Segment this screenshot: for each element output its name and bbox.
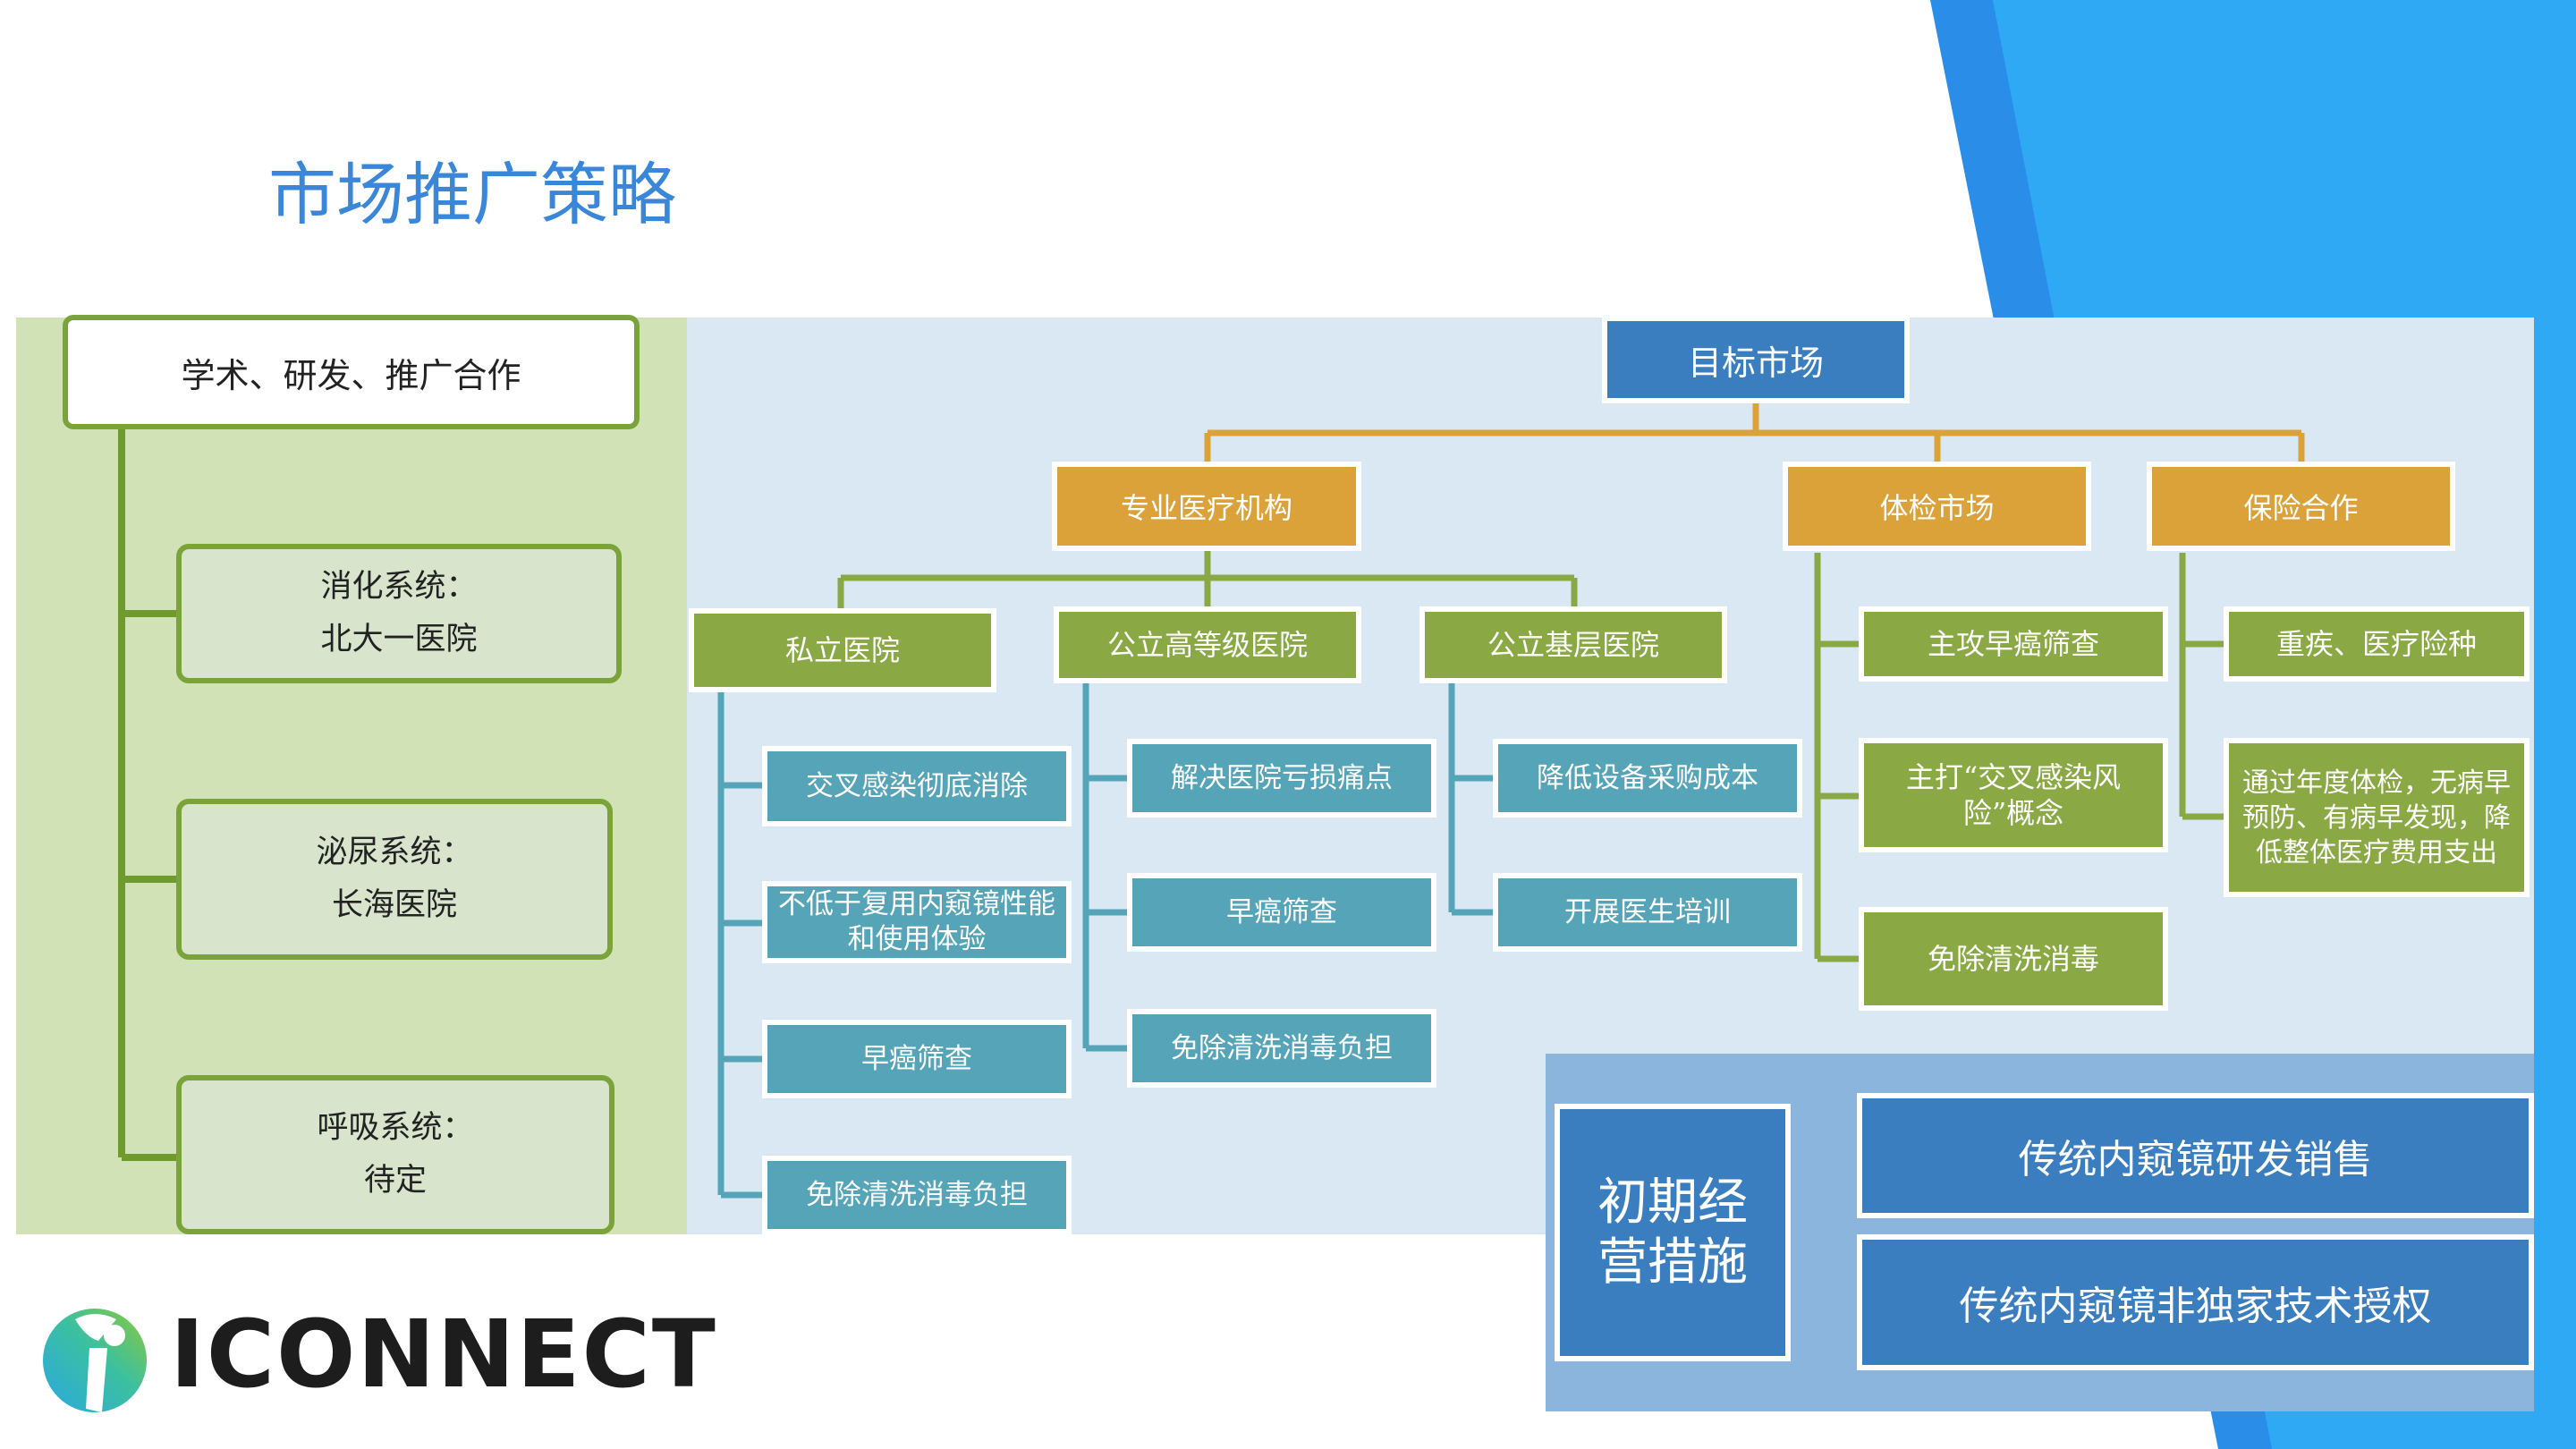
- partner-system-label: 呼吸系统：: [317, 1109, 474, 1146]
- public-top-item: 解决医院亏损痛点: [1127, 739, 1436, 818]
- private-item: 不低于复用内窥镜性能和使用体验: [762, 881, 1072, 963]
- partner-system-label: 消化系统：: [320, 568, 478, 605]
- partner-hospital-label: 长海医院: [331, 887, 457, 923]
- partner-hospital-label: 北大一医院: [320, 622, 478, 657]
- category-checkup: 体检市场: [1783, 462, 2091, 551]
- partnership-header: 学术、研发、推广合作: [63, 315, 640, 429]
- private-item: 交叉感染彻底消除: [762, 746, 1072, 826]
- initial-measures-label: 初期经营措施: [1555, 1104, 1791, 1361]
- partner-urology: 泌尿系统： 长海医院: [176, 799, 613, 960]
- checkup-item: 主打“交叉感染风险”概念: [1859, 738, 2168, 852]
- private-item: 早癌筛查: [762, 1020, 1072, 1098]
- initial-measure-item: 传统内窥镜非独家技术授权: [1857, 1234, 2534, 1370]
- hospital-private: 私立医院: [689, 608, 996, 692]
- category-medical: 专业医疗机构: [1052, 462, 1361, 551]
- partner-system-label: 泌尿系统：: [316, 834, 473, 870]
- hospital-public-top: 公立高等级医院: [1054, 606, 1361, 683]
- partner-hospital-label: 待定: [363, 1163, 427, 1199]
- public-top-item: 早癌筛查: [1127, 873, 1436, 952]
- checkup-item: 主攻早癌筛查: [1859, 606, 2168, 682]
- public-basic-item: 降低设备采购成本: [1493, 739, 1802, 818]
- iconnect-logo-icon: [43, 1309, 147, 1412]
- insurance-item: 重疾、医疗险种: [2224, 606, 2529, 682]
- public-basic-item: 开展医生培训: [1493, 873, 1802, 952]
- hospital-public-basic: 公立基层医院: [1419, 606, 1727, 683]
- partner-respiratory: 呼吸系统： 待定: [176, 1075, 614, 1234]
- insurance-item: 通过年度体检，无病早预防、有病早发现，降低整体医疗费用支出: [2224, 738, 2529, 897]
- page-title: 市场推广策略: [268, 155, 676, 234]
- target-market-root: 目标市场: [1602, 316, 1910, 403]
- initial-measure-item: 传统内窥镜研发销售: [1857, 1093, 2534, 1218]
- partner-digestive: 消化系统： 北大一医院: [176, 544, 622, 683]
- category-insurance: 保险合作: [2147, 462, 2455, 551]
- iconnect-logo-text: ICONNECT: [170, 1300, 717, 1409]
- public-top-item: 免除清洗消毒负担: [1127, 1009, 1436, 1088]
- private-item: 免除清洗消毒负担: [762, 1156, 1072, 1234]
- checkup-item: 免除清洗消毒: [1859, 907, 2168, 1011]
